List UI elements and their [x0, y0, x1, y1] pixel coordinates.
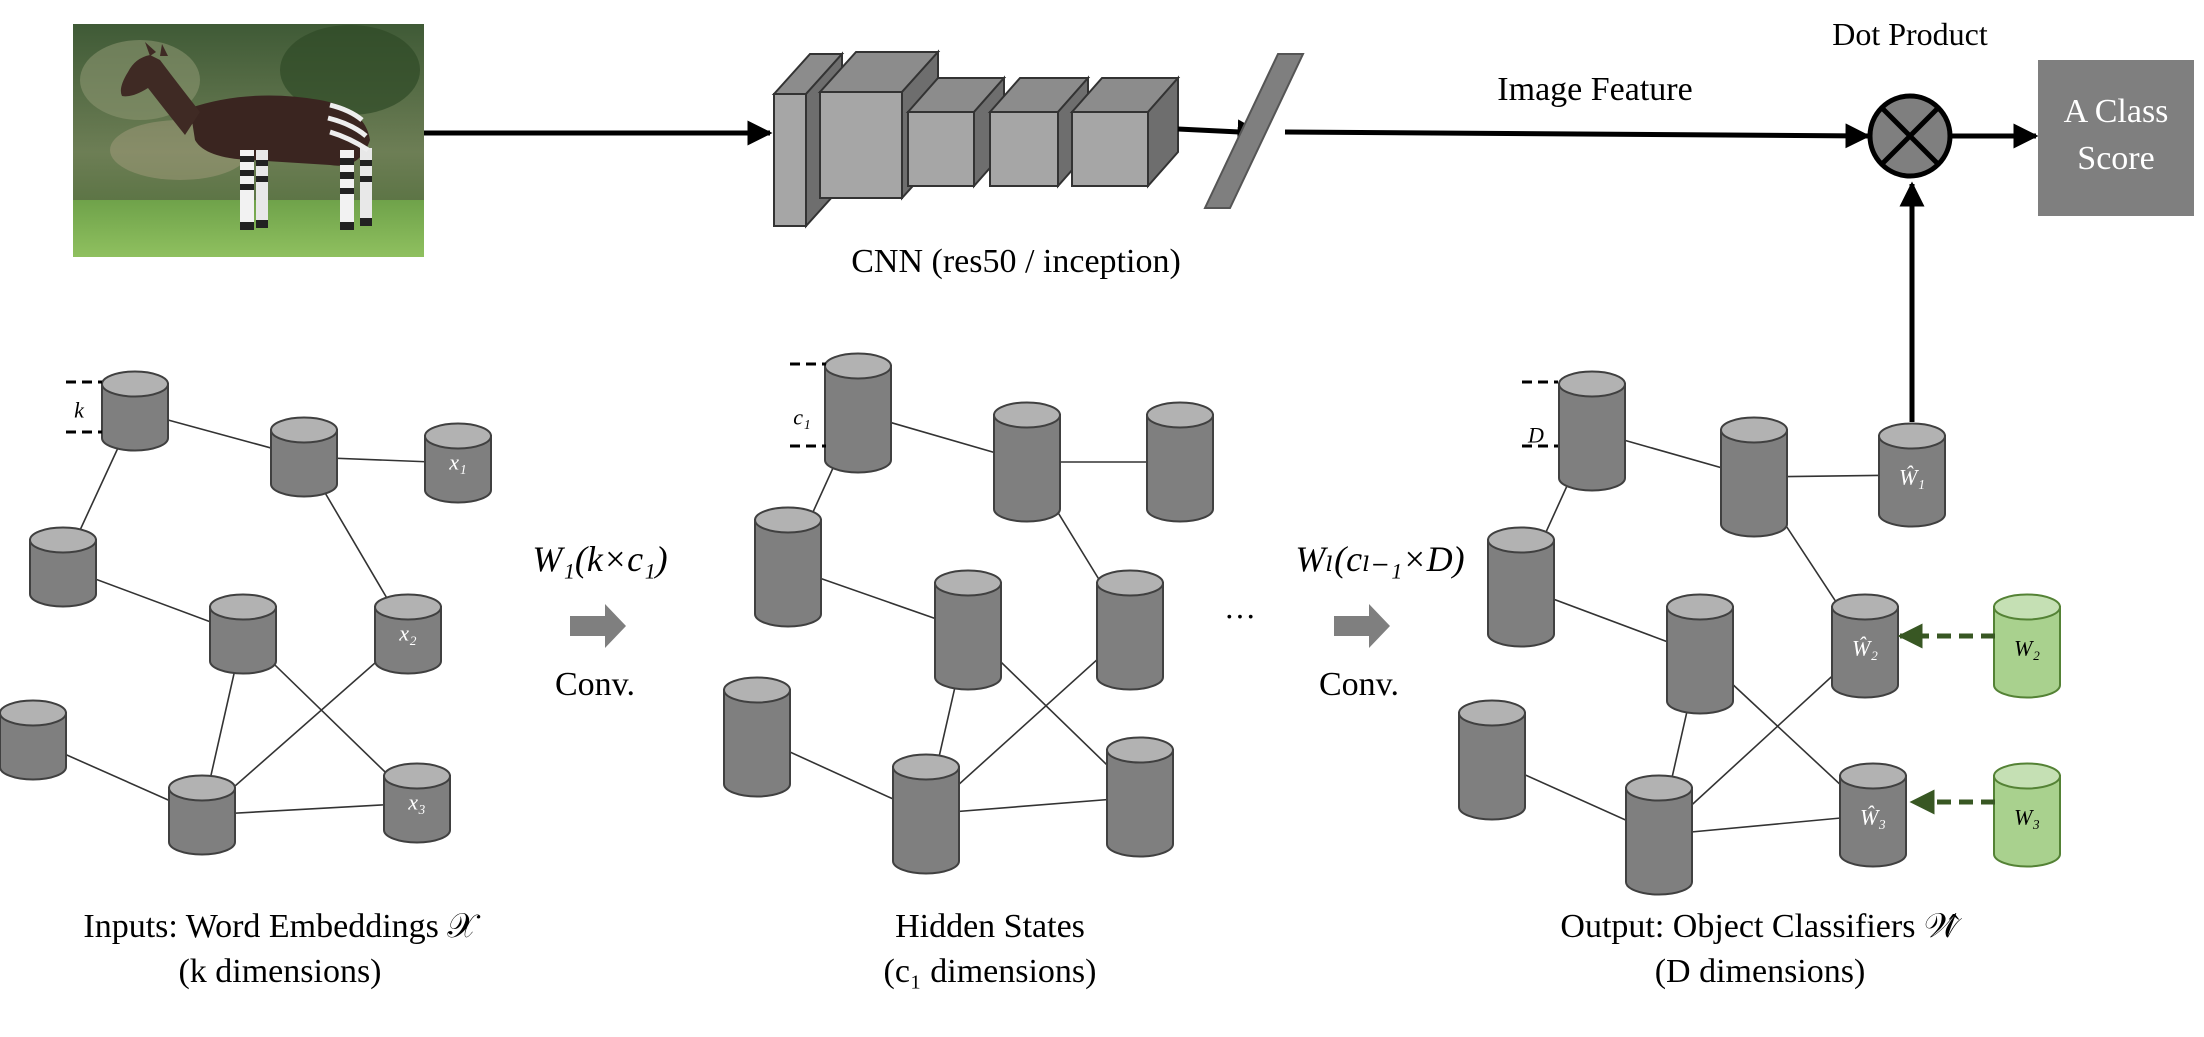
output-node-d: D [1527, 371, 1625, 490]
dot-product-label: Dot Product [1790, 16, 2030, 53]
output-node [1721, 417, 1787, 536]
okapi-photo [73, 24, 424, 257]
ellipsis-label: ··· [1200, 598, 1280, 635]
classifier-w3hat-label: Ŵ₃ [1860, 804, 1886, 829]
output-node [1459, 700, 1525, 819]
input-node [30, 527, 96, 606]
input-node-x3-label: x₃ [407, 789, 425, 814]
green-node-w2: W₂ [1994, 594, 2060, 697]
input-node-x3: x₃ [384, 763, 450, 842]
inputs-label-line2: (k dimensions) [40, 953, 520, 991]
cnn-layer [1072, 78, 1178, 186]
inputs-label-line1: Inputs: Word Embeddings 𝒳 [40, 908, 520, 946]
hidden-node [755, 507, 821, 626]
input-node-x2: x₂ [375, 594, 441, 673]
output-node [1667, 594, 1733, 713]
output-label-line1: Output: Object Classifiers 𝒲̂ [1510, 908, 2010, 946]
input-node [169, 775, 235, 854]
hidden-label-line2: (c₁ dimensions) [770, 953, 1210, 991]
input-node [0, 700, 66, 779]
input-node-x1-label: x₁ [448, 449, 466, 474]
hidden-node [893, 754, 959, 873]
hidden-node [935, 570, 1001, 689]
input-node-k-label: k [74, 397, 85, 422]
hidden-label-line1: Hidden States [770, 908, 1210, 946]
output-label-line2: (D dimensions) [1510, 953, 2010, 991]
hidden-node-c1: c₁ [793, 353, 891, 472]
output-node-d-label: D [1527, 422, 1544, 447]
green-node-w2-label: W₂ [2014, 635, 2040, 660]
cnn-label: CNN (res50 / inception) [826, 243, 1206, 281]
input-node-x2-label: x₂ [398, 620, 417, 645]
w1-conv-label: W₁(k×c₁) [500, 538, 700, 580]
hidden-node [724, 677, 790, 796]
wl-conv-label: Wₗ(cₗ₋₁×D) [1270, 538, 1490, 580]
green-node-w3: W₃ [1994, 763, 2060, 866]
classifier-w2hat: Ŵ₂ [1832, 594, 1898, 697]
input-node [271, 417, 337, 496]
conv-label-1: Conv. [520, 666, 670, 704]
output-node [1488, 527, 1554, 646]
input-node-x1: x₁ [425, 423, 491, 502]
classifier-w2hat-label: Ŵ₂ [1852, 635, 1878, 660]
image-feature-label: Image Feature [1460, 71, 1730, 109]
hidden-node [1147, 402, 1213, 521]
conv-label-2: Conv. [1284, 666, 1434, 704]
dot-product-operator [1870, 96, 1950, 176]
class-score-line2: Score [2038, 140, 2194, 178]
output-node [1626, 775, 1692, 894]
conv-arrow-1 [570, 604, 626, 648]
conv-arrow-2 [1334, 604, 1390, 648]
classifier-w3hat: Ŵ₃ [1840, 763, 1906, 866]
image-feature-arrow [1285, 132, 1868, 136]
green-node-w3-label: W₃ [2014, 804, 2040, 829]
hidden-node [1107, 737, 1173, 856]
class-score-line1: A Class [2038, 93, 2194, 131]
input-node [210, 594, 276, 673]
hidden-node [994, 402, 1060, 521]
classifier-w1hat: Ŵ₁ [1879, 423, 1945, 526]
hidden-node [1097, 570, 1163, 689]
cnn-block [774, 52, 1178, 226]
classifier-w1hat-label: Ŵ₁ [1899, 464, 1925, 489]
hidden-node-c1-label: c₁ [793, 404, 810, 429]
class-score-box [2038, 60, 2194, 216]
